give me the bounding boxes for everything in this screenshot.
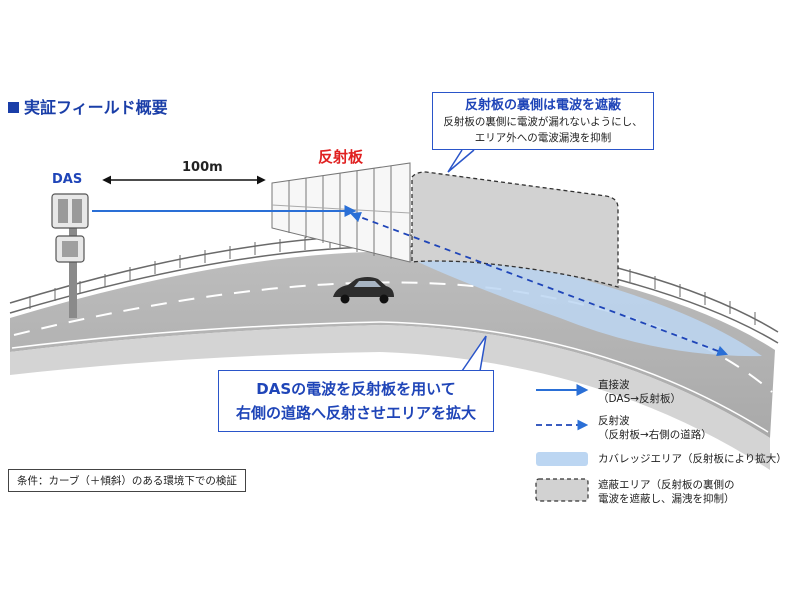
legend-reflected: 反射波 （反射板→右側の道路） [598,415,712,441]
callout-expand: DASの電波を反射板を用いて 右側の道路へ反射させエリアを拡大 [218,370,494,432]
callout-expand-line1: DASの電波を反射板を用いて [256,380,456,398]
legend-coverage-symbol [536,452,588,466]
das-label: DAS [52,172,83,187]
callout-shield-heading: 反射板の裏側は電波を遮蔽 [464,98,621,113]
reflector-panels [271,162,411,263]
legend-shield-symbol [535,478,589,502]
callout-expand-line2: 右側の道路へ反射させエリアを拡大 [235,404,476,422]
reflector-label: 反射板 [318,148,364,166]
callout-main-pointer [461,335,487,372]
das-antenna [51,193,89,318]
reflected-wave-arrow [349,211,729,357]
title-square-icon [8,102,19,113]
callout-top-pointer [447,149,475,173]
callout-shield-line2: エリア外への電波漏洩を抑制 [474,132,612,144]
callout-shield-line1: 反射板の裏側に電波が漏れないようにし、 [443,116,643,128]
condition-note: 条件：カーブ（＋傾斜）のある環境下での検証 [8,469,246,492]
legend-shield: 遮蔽エリア（反射板の裏側の 電波を遮蔽し、漏洩を抑制） [598,479,735,505]
legend-direct: 直接波 （DAS→反射板） [598,379,682,405]
section-title: 実証フィールド概要 [8,94,168,118]
road-wall [10,325,770,470]
legend-coverage: カバレッジエリア（反射板により拡大） [598,453,787,465]
distance-label: 100m [182,160,223,175]
callout-shield: 反射板の裏側は電波を遮蔽 反射板の裏側に電波が漏れないようにし、 エリア外への電… [432,92,654,150]
